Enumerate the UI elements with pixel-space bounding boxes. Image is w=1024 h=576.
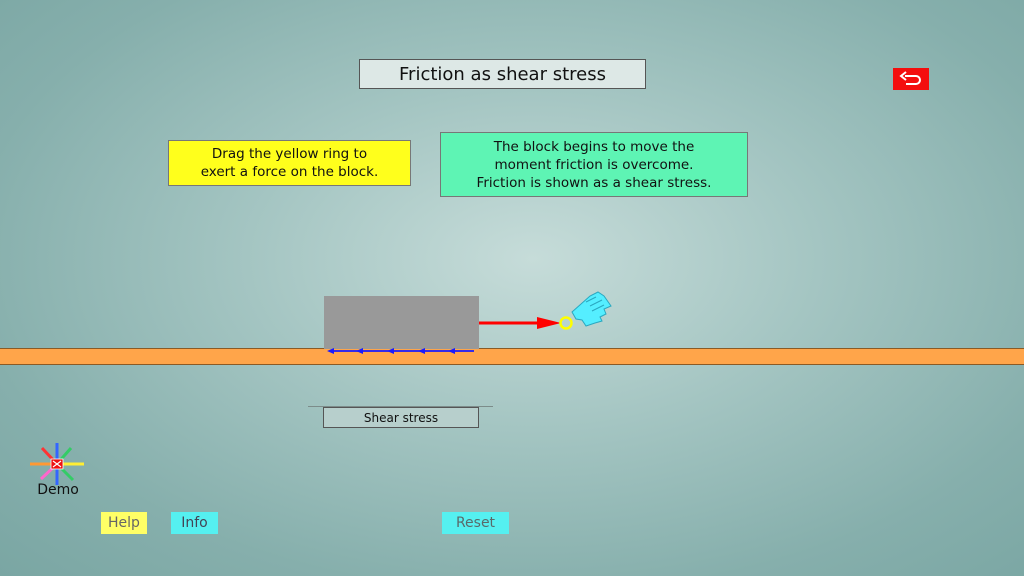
pointing-hand-icon [571,291,612,327]
reset-button[interactable]: Reset [442,512,509,534]
yellow-ring[interactable] [559,316,573,330]
page-title: Friction as shear stress [359,59,646,89]
shear-stress-arrows [327,348,474,354]
back-button[interactable] [893,68,929,90]
demo-label: Demo [37,482,79,498]
sliding-block [324,296,479,349]
back-arrow-icon [899,71,921,85]
shear-stress-label: Shear stress [323,407,479,428]
instruction-box: Drag the yellow ring to exert a force on… [168,140,411,186]
explanation-line-1: The block begins to move the [493,138,695,155]
ground-surface [0,348,1024,365]
help-button[interactable]: Help [101,512,147,534]
force-arrowhead [537,317,561,329]
explanation-line-3: Friction is shown as a shear stress. [476,174,712,191]
demo-button[interactable] [28,443,86,487]
instruction-line-2: exert a force on the block. [200,164,379,180]
demo-starburst-icon [30,443,84,485]
explanation-box: The block begins to move the moment fric… [440,132,748,197]
info-button[interactable]: Info [171,512,218,534]
explanation-line-2: moment friction is overcome. [494,156,694,173]
instruction-line-1: Drag the yellow ring to [211,146,368,162]
shear-divider-line [308,406,493,407]
